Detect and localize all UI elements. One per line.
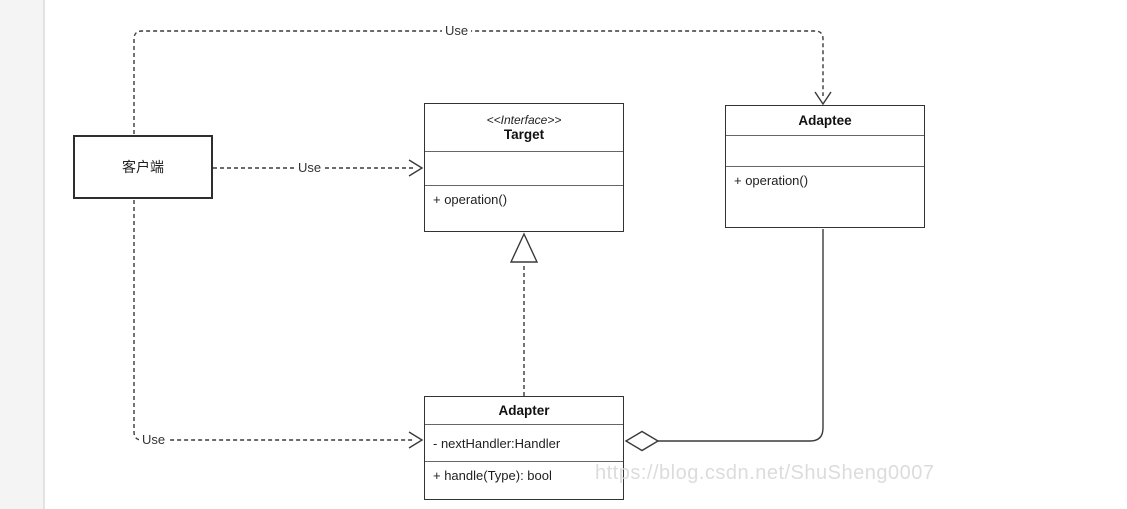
class-adaptee-name: Adaptee <box>798 113 852 128</box>
csdn-watermark: https://blog.csdn.net/ShuSheng0007 <box>595 462 935 484</box>
class-adaptee-attributes <box>726 136 924 167</box>
class-adaptee: Adaptee + operation() <box>725 105 925 228</box>
use-top-arrowhead-icon <box>814 91 832 106</box>
use-top-label: Use <box>442 23 472 39</box>
class-target-name: Target <box>503 127 545 142</box>
realization-triangle-icon <box>509 232 539 263</box>
class-adaptee-method: + operation() <box>734 173 809 188</box>
class-adapter: Adapter - nextHandler:Handler + handle(T… <box>424 396 624 500</box>
class-target-attributes <box>425 152 623 186</box>
use-bottom-label: Use <box>139 432 169 448</box>
class-adapter-method: + handle(Type): bool <box>433 468 552 483</box>
class-client-name: 客户端 <box>122 159 164 175</box>
use-bottom-edge <box>133 200 414 441</box>
use-top-edge <box>133 30 824 134</box>
use-middle-arrowhead-icon <box>408 159 424 177</box>
left-gutter <box>0 0 45 509</box>
class-target-method: + operation() <box>433 192 508 207</box>
class-target-stereotype: <<Interface>> <box>486 113 562 127</box>
class-adapter-attribute: - nextHandler:Handler <box>425 425 623 462</box>
class-adapter-header: Adapter <box>425 397 623 425</box>
class-target: <<Interface>> Target + operation() <box>424 103 624 232</box>
class-adaptee-header: Adaptee <box>726 106 924 136</box>
aggregation-edge <box>657 229 824 442</box>
class-client: 客户端 <box>73 135 213 199</box>
class-target-header: <<Interface>> Target <box>425 104 623 152</box>
use-middle-label: Use <box>295 160 325 176</box>
aggregation-diamond-icon <box>624 430 660 452</box>
class-adapter-name: Adapter <box>498 403 550 418</box>
use-bottom-arrowhead-icon <box>408 431 424 449</box>
